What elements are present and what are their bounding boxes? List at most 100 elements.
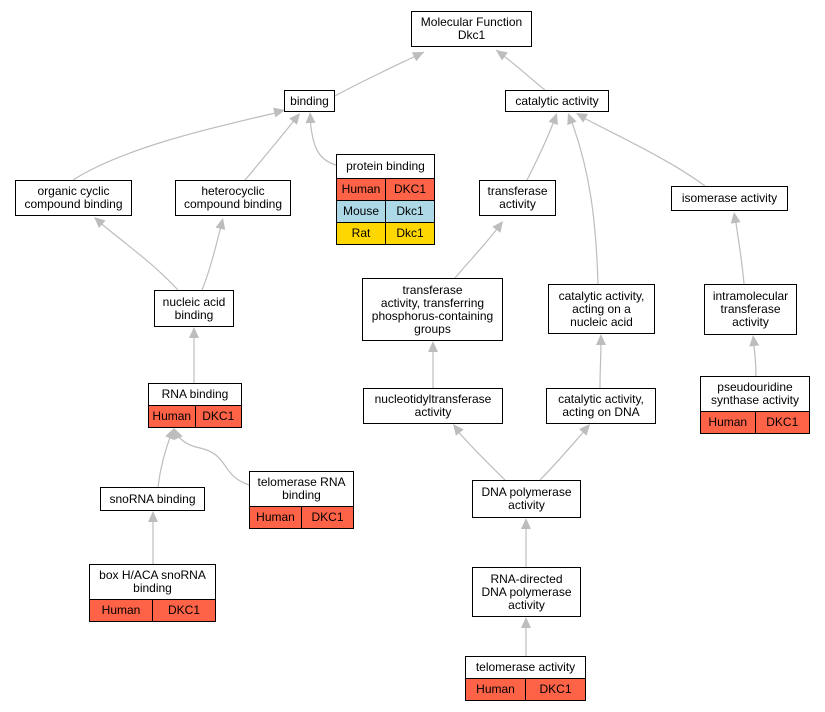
edge-heterocyclic-to-binding xyxy=(244,116,298,181)
species-cell: Human xyxy=(466,679,525,700)
edge-nucleic-to-organic xyxy=(96,219,179,291)
arrowhead-organic-cyclic-to-binding xyxy=(273,107,285,118)
node-transferase-phosphorus[interactable]: transferase activity, transferring phosp… xyxy=(362,278,503,341)
edge-telomerase-rna-to-rna-binding xyxy=(174,429,250,486)
node-label: organic cyclic compound binding xyxy=(24,184,123,211)
node-heterocyclic-compound-binding[interactable]: heterocyclic compound binding xyxy=(175,180,291,216)
edge-dna-polymerase-to-nucleotidyl xyxy=(454,427,506,481)
node-label: protein binding xyxy=(346,159,425,173)
node-label: transferase activity xyxy=(487,184,548,211)
species-cell: Rat xyxy=(337,223,385,244)
gene-row-human: Human DKC1 xyxy=(466,678,585,700)
edge-catalytic-dna-to-catalytic-nucleic xyxy=(599,337,602,389)
node-label: catalytic activity, acting on DNA xyxy=(558,392,644,419)
node-snorna-binding[interactable]: snoRNA binding xyxy=(100,487,205,511)
gene-cell[interactable]: DKC1 xyxy=(152,600,215,621)
edge-catalytic-nucleic-to-catalytic xyxy=(569,116,599,285)
node-nucleotidyltransferase[interactable]: nucleotidyltransferase activity xyxy=(363,388,503,424)
arrowhead-isomerase-to-catalytic xyxy=(576,113,589,123)
arrowhead-dna-polymerase-to-nucleotidyl xyxy=(453,424,464,436)
edge-snorna-to-rna-binding xyxy=(157,431,173,488)
gene-cell[interactable]: DKC1 xyxy=(194,406,241,427)
gene-row-rat: Rat Dkc1 xyxy=(337,222,434,244)
gene-cell[interactable]: DKC1 xyxy=(525,679,585,700)
node-binding[interactable]: binding xyxy=(284,90,335,112)
edge-organic-cyclic-to-binding xyxy=(72,111,281,181)
node-label: catalytic activity xyxy=(515,93,599,108)
node-catalytic-activity[interactable]: catalytic activity xyxy=(505,90,609,112)
edge-isomerase-to-catalytic xyxy=(579,115,706,187)
node-label: transferase activity, transferring phosp… xyxy=(371,282,494,336)
node-isomerase-activity[interactable]: isomerase activity xyxy=(671,186,788,211)
species-cell: Human xyxy=(90,600,152,621)
node-rna-directed-dna-polymerase[interactable]: RNA-directed DNA polymerase activity xyxy=(472,567,581,617)
gene-row-human: Human DKC1 xyxy=(250,506,353,528)
node-pseudouridine-synthase[interactable]: pseudouridine synthase activity Human DK… xyxy=(700,376,810,434)
node-rna-binding[interactable]: RNA binding Human DKC1 xyxy=(148,383,242,428)
arrowhead-binding-to-root xyxy=(411,52,424,62)
gene-row-human: Human DKC1 xyxy=(701,411,809,433)
node-telomerase-rna-binding[interactable]: telomerase RNA binding Human DKC1 xyxy=(249,471,354,529)
node-label: telomerase RNA binding xyxy=(257,475,346,502)
arrowhead-catalytic-nucleic-to-catalytic xyxy=(567,113,577,126)
node-label: heterocyclic compound binding xyxy=(183,184,283,211)
species-cell: Human xyxy=(149,406,195,427)
node-protein-binding[interactable]: protein binding Human DKC1 Mouse Dkc1 Ra… xyxy=(336,154,435,245)
node-label: binding xyxy=(290,93,329,108)
arrowhead-catalytic-dna-to-catalytic-nucleic xyxy=(596,334,606,345)
arrowhead-snorna-to-rna-binding xyxy=(165,428,175,441)
node-label: nucleic acid binding xyxy=(162,294,226,322)
edge-dna-polymerase-to-catalytic-dna xyxy=(539,427,588,481)
node-transferase-activity[interactable]: transferase activity xyxy=(479,180,556,216)
node-catalytic-dna[interactable]: catalytic activity, acting on DNA xyxy=(546,388,656,424)
gene-row-human: Human DKC1 xyxy=(337,178,434,200)
arrowhead-box-haca-to-snorna xyxy=(148,511,158,522)
species-cell: Mouse xyxy=(337,201,385,222)
node-organic-cyclic-compound-binding[interactable]: organic cyclic compound binding xyxy=(15,180,132,216)
gene-cell[interactable]: DKC1 xyxy=(385,179,434,200)
node-label: telomerase activity xyxy=(475,660,576,674)
node-label: catalytic activity, acting on a nucleic … xyxy=(558,288,645,329)
gene-cell[interactable]: DKC1 xyxy=(301,507,353,528)
arrowhead-telomerase-activity-to-rna-directed xyxy=(521,617,531,628)
arrowhead-transferase-to-catalytic xyxy=(548,113,558,126)
node-label: pseudouridine synthase activity xyxy=(710,380,800,407)
arrowhead-pseudouridine-to-intramolecular xyxy=(749,335,760,347)
edge-transferase-phos-to-transferase xyxy=(454,224,501,279)
node-molecular-function[interactable]: Molecular Function Dkc1 xyxy=(411,11,532,47)
species-cell: Human xyxy=(701,412,755,433)
edge-binding-to-root xyxy=(334,51,425,97)
node-label: Molecular Function Dkc1 xyxy=(420,15,523,42)
edge-transferase-to-catalytic xyxy=(526,117,556,181)
edge-protein-binding-to-binding xyxy=(309,115,341,167)
node-label: snoRNA binding xyxy=(109,491,196,506)
node-dna-polymerase[interactable]: DNA polymerase activity xyxy=(472,480,581,518)
gene-cell[interactable]: Dkc1 xyxy=(385,201,434,222)
gene-row-human: Human DKC1 xyxy=(90,599,215,621)
gene-row-mouse: Mouse Dkc1 xyxy=(337,200,434,222)
node-label: RNA binding xyxy=(161,387,229,401)
gene-row-human: Human DKC1 xyxy=(149,405,241,427)
arrowhead-dna-polymerase-to-catalytic-dna xyxy=(579,424,590,436)
arrowhead-rna-directed-to-dna-polymerase xyxy=(521,518,531,529)
node-telomerase-activity[interactable]: telomerase activity Human DKC1 xyxy=(465,656,586,701)
edge-nucleic-to-heterocyclic xyxy=(201,221,223,291)
gene-cell[interactable]: DKC1 xyxy=(754,412,809,433)
node-catalytic-nucleic-acid[interactable]: catalytic activity, acting on a nucleic … xyxy=(548,284,655,334)
node-label: nucleotidyltransferase activity xyxy=(374,392,492,419)
edge-intramolecular-to-isomerase xyxy=(734,215,745,285)
arrowhead-intramolecular-to-isomerase xyxy=(730,212,741,224)
node-label: DNA polymerase activity xyxy=(481,485,572,512)
node-label: intramolecular transferase activity xyxy=(712,289,789,329)
arrowhead-heterocyclic-to-binding xyxy=(289,113,300,125)
arrowhead-catalytic-to-root xyxy=(496,50,508,61)
arrowhead-nucleic-to-organic xyxy=(94,217,106,229)
arrowhead-nucleotidyl-to-transferase-phos xyxy=(428,341,438,352)
arrowhead-rna-binding-to-nucleic xyxy=(189,327,199,338)
node-nucleic-acid-binding[interactable]: nucleic acid binding xyxy=(154,290,234,327)
gene-cell[interactable]: Dkc1 xyxy=(385,223,434,244)
species-cell: Human xyxy=(250,507,301,528)
node-box-haca-snorna-binding[interactable]: box H/ACA snoRNA binding Human DKC1 xyxy=(89,564,216,622)
node-intramolecular-transferase[interactable]: intramolecular transferase activity xyxy=(704,284,797,335)
node-label: box H/ACA snoRNA binding xyxy=(99,568,206,595)
